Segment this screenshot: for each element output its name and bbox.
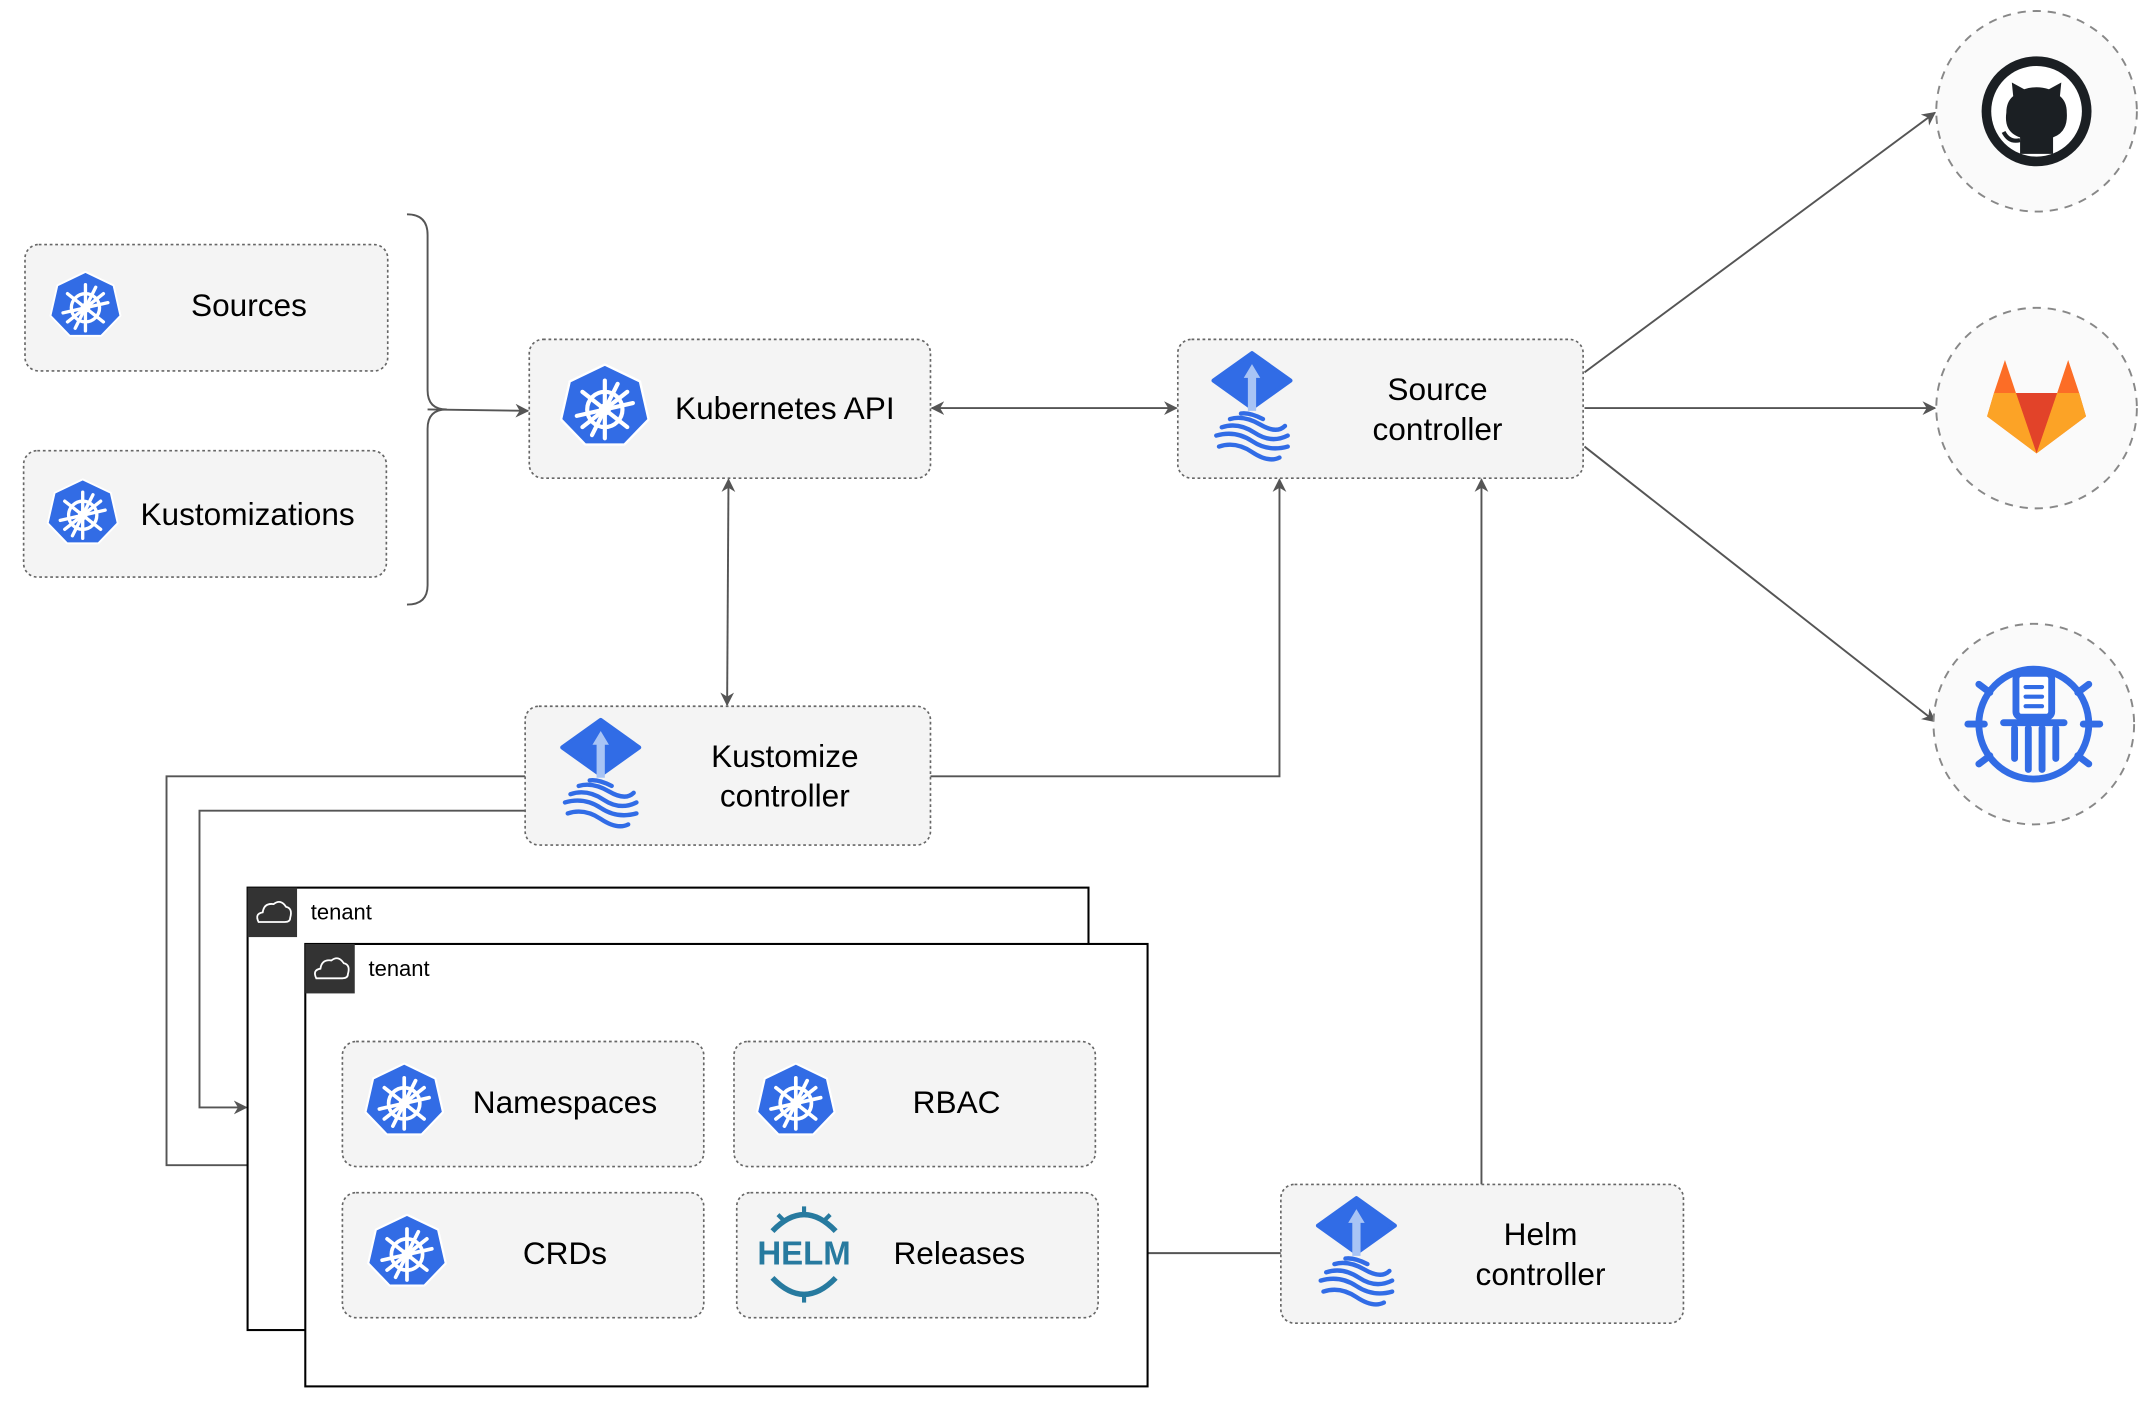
crds-label: CRDs — [523, 1235, 607, 1271]
tenant-label: tenant — [311, 900, 372, 925]
source-controller-node[interactable]: Source controller — [1176, 338, 1584, 479]
kubernetes-api-node[interactable]: Kubernetes API — [528, 338, 932, 479]
edge-kustomize-to-tenant-front — [165, 775, 526, 1173]
rbac-node[interactable]: RBAC — [733, 1040, 1097, 1168]
kustomize-controller-node[interactable]: Kustomize controller — [524, 705, 932, 846]
kustomize-controller-label-2: controller — [720, 778, 850, 814]
gitlab-icon — [1987, 359, 2087, 454]
edge-source-to-bucket — [1583, 445, 1936, 723]
helm-controller-node[interactable]: Helm controller — [1280, 1183, 1685, 1325]
tenant-badge — [305, 943, 355, 994]
helm-controller-label-1: Helm — [1504, 1216, 1578, 1252]
namespaces-node[interactable]: Namespaces — [341, 1040, 705, 1168]
kustomizations-label: Kustomizations — [140, 496, 354, 532]
releases-label: Releases — [893, 1235, 1025, 1271]
edge-kustomize-to-tenant-back — [198, 809, 526, 1115]
edge-kubernetes-api-kustomize-controller — [720, 478, 736, 707]
cloud-icon — [256, 901, 292, 923]
kustomizations-node[interactable]: Kustomizations — [22, 449, 388, 578]
kustomize-controller-label-1: Kustomize — [711, 738, 858, 774]
helm-controller-label-2: controller — [1476, 1256, 1606, 1292]
helm-icon: HELM — [757, 1206, 851, 1303]
tenant-badge — [247, 887, 298, 938]
edge-source-to-github — [1583, 111, 1936, 374]
github-icon — [1981, 56, 2092, 167]
rbac-label: RBAC — [913, 1084, 1001, 1120]
bucket-icon — [1964, 665, 2104, 783]
helm-logo-text: HELM — [757, 1235, 850, 1272]
releases-node[interactable]: HELM Releases — [735, 1191, 1099, 1319]
sources-node[interactable]: Sources — [24, 243, 389, 372]
source-controller-label-2: controller — [1373, 411, 1503, 447]
sources-label: Sources — [191, 287, 307, 323]
namespaces-label: Namespaces — [473, 1084, 657, 1120]
github-source[interactable] — [1935, 10, 2138, 213]
source-controller-label-1: Source — [1387, 371, 1487, 407]
tenant-label: tenant — [369, 956, 430, 981]
cloud-icon — [314, 957, 350, 980]
crds-node[interactable]: CRDs — [341, 1191, 705, 1319]
kubernetes-api-label: Kubernetes API — [675, 390, 895, 426]
edge-crds-to-kubernetes-api — [427, 403, 530, 418]
gitlab-source[interactable] — [1935, 306, 2138, 510]
bucket-source[interactable] — [1932, 622, 2136, 826]
edge-kustomize-to-source — [930, 478, 1287, 778]
